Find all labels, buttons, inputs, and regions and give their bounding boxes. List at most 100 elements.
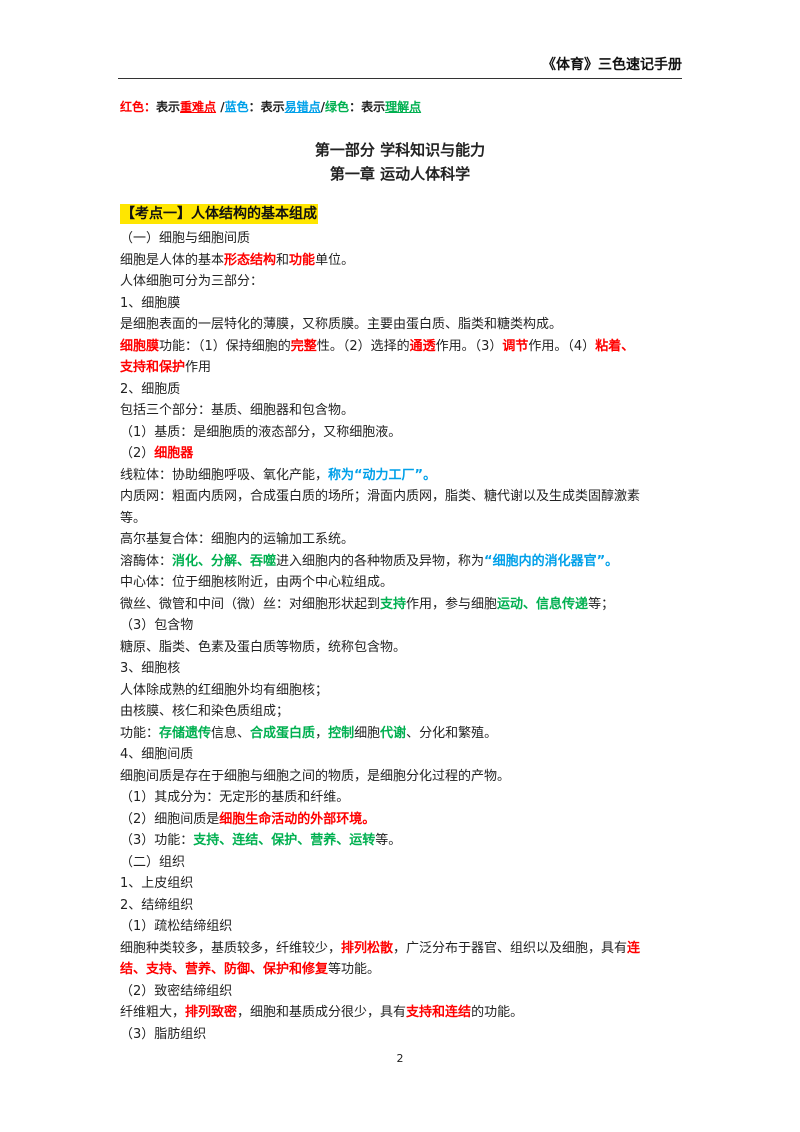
paragraph-line: 中心体：位于细胞核附近，由两个中心粒组成。	[120, 575, 394, 590]
legend-red-word: 重难点	[180, 100, 217, 114]
text-run: 细胞	[354, 725, 381, 741]
text-run: 作用	[185, 360, 212, 375]
legend-blue-word: 易错点	[284, 100, 321, 114]
paragraph-line: 人体除成熟的红细胞外均有细胞核；	[120, 682, 329, 698]
green-understandpoint: 消化、分解、吞噬	[172, 553, 277, 569]
paragraph-line: （2）致密结缔组织	[120, 983, 233, 999]
text-run: 细胞种类较多，基质较多，纤维较少，	[120, 940, 342, 956]
text-run: （2）	[120, 446, 155, 461]
paragraph-line: （1）疏松结缔组织	[120, 919, 233, 934]
paragraph-line: （3）脂肪组织	[120, 1026, 207, 1042]
text-run: 等；	[588, 596, 615, 612]
paragraph-line: （1）基质：是细胞质的液态部分，又称细胞液。	[120, 424, 402, 440]
red-keypoint: 形态结构	[224, 252, 277, 268]
kaodian-heading: 【考点一】人体结构的基本组成	[120, 204, 318, 224]
paragraph-line: （3）包含物	[120, 618, 194, 633]
paragraph-line: 功能：存储遗传信息、合成蛋白质，控制细胞代谢、分化和繁殖。	[120, 723, 685, 745]
paragraph-line: 等。	[120, 510, 147, 526]
text-run: ，广泛分布于器官、组织以及细胞，具有	[393, 940, 628, 956]
text-run: 纤维粗大，	[120, 1005, 186, 1020]
text-run: 功能：	[120, 725, 160, 741]
section-titles: 第一部分 学科知识与能力 第一章 运动人体科学	[0, 138, 800, 186]
paragraph-line: （2）细胞器	[120, 443, 685, 465]
text-run: 细胞是人体的基本	[120, 252, 225, 268]
red-keypoint: 细胞生命活动的外部环境。	[219, 811, 376, 827]
text-run: 性。（2）选择的	[316, 338, 410, 354]
document-body: 【考点一】人体结构的基本组成 （一）细胞与细胞间质 细胞是人体的基本形态结构和功…	[120, 202, 685, 1045]
header-title: 《体育》三色速记手册	[542, 57, 682, 73]
paragraph-line: 是细胞表面的一层特化的薄膜，又称质膜。主要由蛋白质、脂类和糖类构成。	[120, 317, 563, 332]
red-keypoint: 排列松散	[341, 940, 394, 956]
text-run: 微丝、微管和中间（微）丝：对细胞形状起到	[120, 596, 381, 612]
paragraph-line: 细胞是人体的基本形态结构和功能单位。	[120, 250, 685, 272]
text-run: 作用。（3）	[435, 338, 503, 354]
text-run: 的功能。	[471, 1005, 524, 1020]
text-run: ，细胞和基质成分很少，具有	[237, 1005, 407, 1020]
red-keypoint: 完整	[290, 338, 317, 354]
green-understandpoint: 合成蛋白质	[250, 725, 316, 741]
subheading: 2、结缔组织	[120, 897, 194, 913]
paragraph-line: 高尔基复合体：细胞内的运输加工系统。	[120, 532, 355, 547]
paragraph-line: （2）细胞间质是细胞生命活动的外部环境。	[120, 809, 685, 831]
paragraph-line: （二）组织	[120, 854, 186, 870]
text-run: （2）细胞间质是	[120, 811, 220, 827]
text-run: 等功能。	[328, 962, 381, 977]
paragraph-line: 纤维粗大，排列致密，细胞和基质成分很少，具有支持和连结的功能。	[120, 1002, 685, 1024]
blue-errorpoint: “细胞内的消化器官”。	[484, 553, 619, 569]
red-keypoint: 调节	[502, 338, 529, 354]
chapter-title: 第一章 运动人体科学	[329, 165, 471, 183]
legend-blue-mid: ：表示	[248, 100, 285, 114]
legend-green-word: 理解点	[385, 100, 422, 114]
subheading: 4、细胞间质	[120, 747, 194, 762]
text-run: 单位。	[315, 252, 355, 268]
paragraph-line: 结、支持、营养、防御、保护和修复等功能。	[120, 959, 685, 981]
green-understandpoint: 存储遗传	[159, 725, 212, 741]
part-title: 第一部分 学科知识与能力	[314, 141, 486, 159]
paragraph-line: 微丝、微管和中间（微）丝：对细胞形状起到支持作用，参与细胞运动、信息传递等；	[120, 594, 685, 616]
legend-green-label: 绿色	[325, 100, 350, 114]
paragraph-line: （3）功能：支持、连结、保护、营养、运转等。	[120, 830, 685, 852]
paragraph-line: （一）细胞与细胞间质	[120, 231, 251, 246]
text-run: 线粒体：协助细胞呼吸、氧化产能，	[120, 467, 329, 483]
red-keypoint: 细胞膜	[120, 338, 160, 354]
subheading: 1、细胞膜	[120, 295, 181, 311]
red-keypoint: 功能	[289, 252, 316, 268]
green-understandpoint: 控制	[328, 725, 355, 741]
paragraph-line: 糖原、脂类、色素及蛋白质等物质，统称包含物。	[120, 639, 407, 655]
green-understandpoint: 运动、信息传递	[497, 596, 589, 612]
text-run: 功能：（1）保持细胞的	[159, 338, 291, 354]
text-run: 作用，参与细胞	[406, 596, 498, 612]
red-keypoint: 通透	[409, 338, 436, 354]
green-understandpoint: 支持、连结、保护、营养、运转	[193, 833, 376, 848]
paragraph-line: 包括三个部分：基质、细胞器和包含物。	[120, 403, 355, 418]
red-keypoint: 细胞器	[154, 446, 194, 461]
paragraph-line: 细胞膜功能：（1）保持细胞的完整性。（2）选择的通透作用。（3）调节作用。（4）…	[120, 336, 685, 358]
text-run: ，	[315, 725, 329, 741]
red-keypoint: 连	[627, 940, 641, 956]
paragraph-line: 由核膜、核仁和染色质组成；	[120, 704, 290, 719]
paragraph-line: 细胞间质是存在于细胞与细胞之间的物质，是细胞分化过程的产物。	[120, 768, 511, 784]
red-keypoint: 支持和保护	[120, 360, 186, 375]
paragraph-line: 人体细胞可分为三部分：	[120, 274, 264, 289]
legend-sep2: /	[320, 100, 326, 114]
text-run: 和	[276, 252, 290, 268]
red-keypoint: 排列致密	[185, 1005, 238, 1020]
red-keypoint: 粘着、	[595, 338, 635, 354]
legend-blue-label: 蓝色	[224, 100, 249, 114]
legend-green-mid: ：表示	[349, 100, 386, 114]
text-run: 溶酶体：	[120, 553, 173, 569]
text-run: 、分化和繁殖。	[406, 725, 498, 741]
paragraph-line: （1）其成分为：无定形的基质和纤维。	[120, 790, 350, 805]
paragraph-line: 内质网：粗面内质网，合成蛋白质的场所；滑面内质网，脂类、糖代谢以及生成类固醇激素	[120, 489, 641, 504]
red-keypoint: 支持和连结	[406, 1005, 472, 1020]
page-number: 2	[396, 1052, 404, 1065]
running-header: 《体育》三色速记手册	[118, 52, 682, 79]
text-run: 进入细胞内的各种物质及异物，称为	[276, 553, 485, 569]
subheading: 1、上皮组织	[120, 876, 194, 891]
paragraph-line: 线粒体：协助细胞呼吸、氧化产能，称为“动力工厂”。	[120, 465, 685, 487]
green-understandpoint: 代谢	[380, 725, 407, 741]
legend-sep1: /	[216, 100, 225, 114]
paragraph-line: 支持和保护作用	[120, 357, 685, 379]
text-run: 信息、	[211, 725, 251, 741]
text-run: 作用。（4）	[528, 338, 596, 354]
